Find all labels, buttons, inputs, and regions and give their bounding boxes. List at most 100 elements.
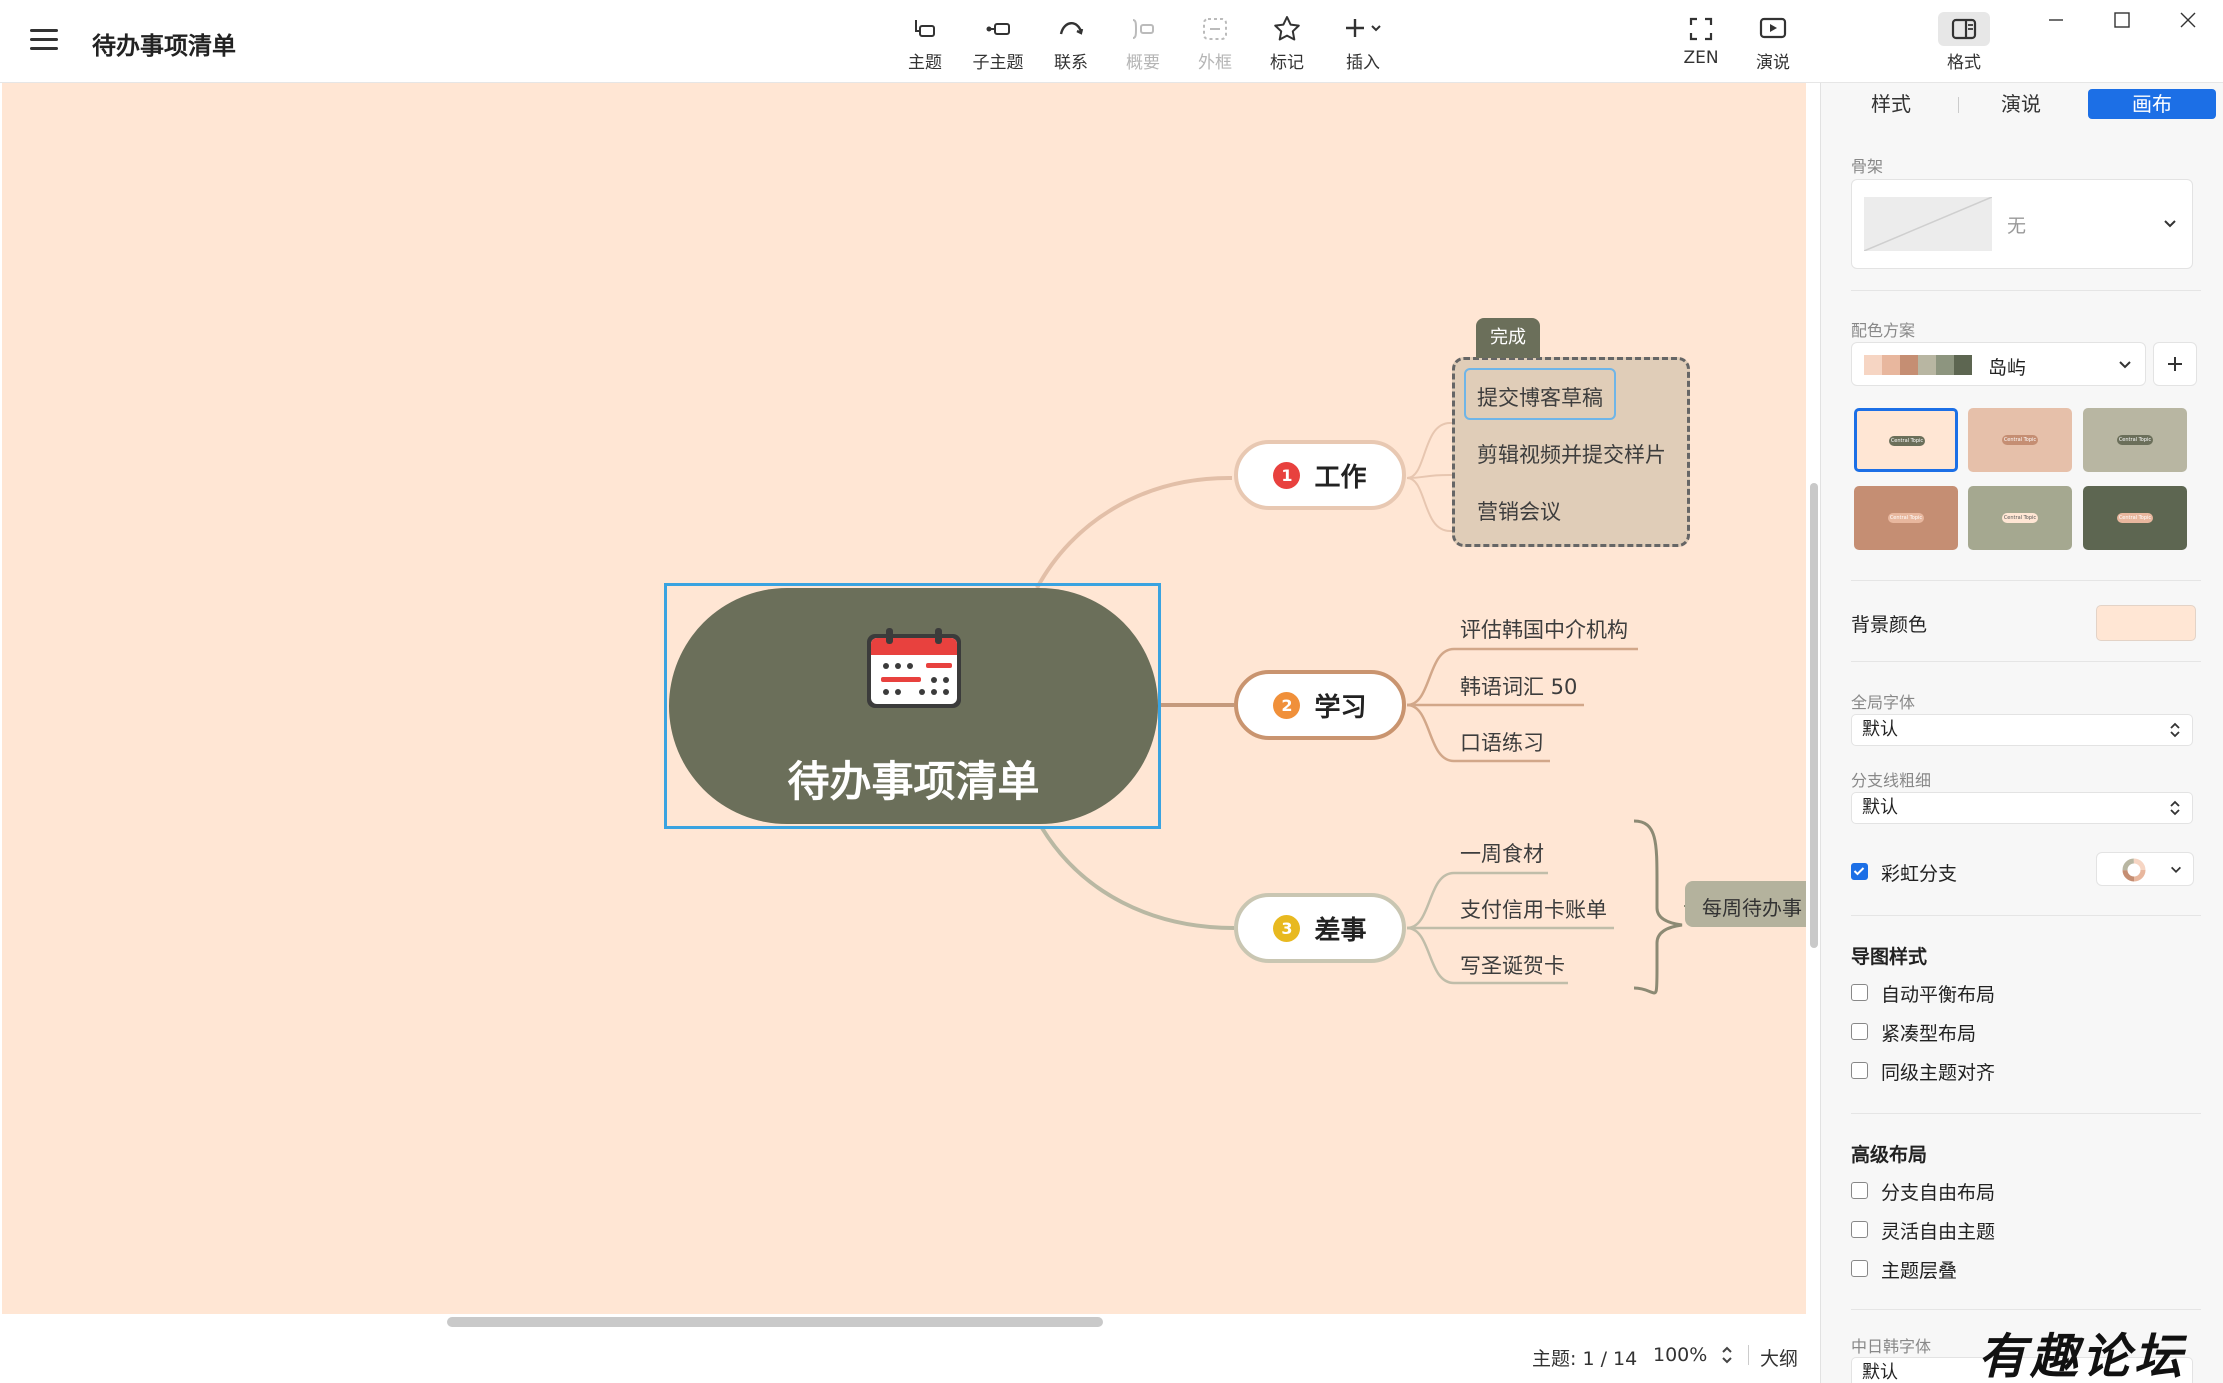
summary-topic[interactable]: 每周待办事 <box>1685 881 1808 927</box>
mindmap-canvas[interactable]: 完成 待办事项清单 1 工作 2 学习 3 差事 <box>2 83 1808 1328</box>
background-color-swatch[interactable] <box>2096 605 2196 641</box>
free-branch-checkbox[interactable] <box>1851 1182 1868 1199</box>
subtopic-item[interactable]: 支付信用卡账单 <box>1460 898 1607 922</box>
swatch <box>1918 355 1936 375</box>
thumb-central: Central Topic <box>2002 513 2038 523</box>
global-font-select[interactable]: 默认 <box>1851 714 2193 746</box>
boundary-frame[interactable] <box>1452 357 1690 547</box>
add-color-scheme-button[interactable] <box>2153 342 2197 386</box>
relation-label: 联系 <box>1054 53 1088 73</box>
tab-canvas[interactable]: 画布 <box>2088 89 2216 119</box>
divider <box>1851 290 2201 291</box>
theme-thumbnail[interactable]: Central Topic <box>1854 408 1958 472</box>
topic-count: 主题: 1 / 14 <box>1532 1348 1638 1370</box>
subtopic-item[interactable]: 评估韩国中介机构 <box>1460 618 1628 642</box>
branch-width-label: 分支线粗细 <box>1851 771 1932 790</box>
relation-button[interactable]: 联系 <box>1031 14 1111 73</box>
minimize-button[interactable] <box>2026 2 2086 36</box>
zen-button[interactable]: ZEN <box>1661 14 1741 72</box>
theme-thumbnail[interactable]: Central Topic <box>1968 486 2072 550</box>
swatch <box>1864 355 1882 375</box>
subtopic-item[interactable]: 写圣诞贺卡 <box>1460 954 1565 978</box>
subtopic-item[interactable]: 韩语词汇 50 <box>1460 675 1578 699</box>
plus-chevron-icon <box>1346 19 1381 37</box>
cjk-font-select[interactable]: 默认 <box>1851 1357 2193 1383</box>
theme-thumbnail[interactable]: Central Topic <box>1968 408 2072 472</box>
rainbow-branch-checkbox[interactable] <box>1851 863 1868 880</box>
flexible-topic-label: 灵活自由主题 <box>1881 1221 1996 1243</box>
color-scheme-select[interactable]: 岛屿 <box>1851 342 2146 386</box>
subtopic-icon <box>986 23 1010 35</box>
vertical-scrollbar[interactable] <box>1806 83 1820 1328</box>
branch-lines <box>1035 422 1692 995</box>
chevron-down-icon <box>2171 866 2181 873</box>
subtopic-item[interactable]: 剪辑视频并提交样片 <box>1477 443 1666 467</box>
present-label: 演说 <box>1756 53 1790 73</box>
boundary-button[interactable]: 外框 <box>1175 14 1255 73</box>
topic-overlap-checkbox[interactable] <box>1851 1260 1868 1277</box>
align-siblings-checkbox[interactable] <box>1851 1062 1868 1079</box>
topic-icon <box>915 20 935 37</box>
global-font-label: 全局字体 <box>1851 693 1916 712</box>
maximize-button[interactable] <box>2092 2 2152 36</box>
branch-topic-study[interactable]: 2 学习 <box>1234 670 1406 740</box>
tab-present[interactable]: 演说 <box>2001 92 2041 116</box>
marker-label: 标记 <box>1270 53 1304 73</box>
subtopic-button[interactable]: 子主题 <box>958 14 1038 73</box>
play-screen-icon <box>1759 17 1787 39</box>
rainbow-color-select[interactable] <box>2096 852 2194 886</box>
auto-balance-label: 自动平衡布局 <box>1881 984 1996 1006</box>
branch-topic-errands[interactable]: 3 差事 <box>1234 893 1406 963</box>
zoom-level[interactable]: 100% <box>1653 1344 1708 1366</box>
plus-icon <box>2168 357 2182 371</box>
topic-button[interactable]: 主题 <box>885 14 965 73</box>
auto-balance-checkbox[interactable] <box>1851 984 1868 1001</box>
thumb-central: Central Topic <box>1889 436 1925 446</box>
zoom-stepper-icon[interactable] <box>1720 1343 1734 1367</box>
marker-button[interactable]: 标记 <box>1247 14 1327 73</box>
subtopic-item[interactable]: 提交博客草稿 <box>1477 386 1603 410</box>
zen-label: ZEN <box>1683 48 1719 68</box>
hamburger-menu-icon[interactable] <box>30 29 58 51</box>
divider <box>1748 1345 1749 1365</box>
thumb-central: Central Topic <box>2002 435 2038 445</box>
swatch <box>1936 355 1954 375</box>
theme-thumbnail[interactable]: Central Topic <box>2083 486 2187 550</box>
horizontal-scrollbar[interactable] <box>2 1314 1808 1330</box>
divider <box>1851 915 2201 916</box>
theme-thumbnail[interactable]: Central Topic <box>2083 408 2187 472</box>
boundary-label[interactable]: 完成 <box>1476 318 1540 358</box>
format-label: 格式 <box>1947 53 1981 73</box>
subtopic-item[interactable]: 营销会议 <box>1477 500 1561 524</box>
divider <box>1851 1113 2201 1114</box>
color-scheme-label: 配色方案 <box>1851 321 1916 340</box>
theme-thumbnail[interactable]: Central Topic <box>1854 486 1958 550</box>
thumb-central: Central Topic <box>1888 513 1924 523</box>
skeleton-select[interactable]: 无 <box>1851 179 2193 269</box>
scroll-thumb[interactable] <box>1810 483 1818 948</box>
subtopic-item[interactable]: 口语练习 <box>1460 731 1544 755</box>
insert-button[interactable]: 插入 <box>1323 14 1403 73</box>
chevron-down-icon <box>2119 361 2131 369</box>
close-window-button[interactable] <box>2158 2 2218 36</box>
summary-label: 概要 <box>1126 53 1160 73</box>
skeleton-none-preview <box>1864 197 1992 251</box>
topic-label: 主题 <box>908 53 942 73</box>
cjk-font-value: 默认 <box>1862 1362 1898 1383</box>
map-style-title: 导图样式 <box>1851 946 1928 968</box>
flexible-topic-checkbox[interactable] <box>1851 1221 1868 1238</box>
branch-topic-work[interactable]: 1 工作 <box>1234 440 1406 510</box>
scroll-thumb[interactable] <box>447 1317 1103 1327</box>
outline-button[interactable]: 大纲 <box>1760 1348 1799 1370</box>
present-button[interactable]: 演说 <box>1733 14 1813 73</box>
topic-overlap-label: 主题层叠 <box>1881 1260 1958 1282</box>
subtopic-item[interactable]: 一周食材 <box>1460 842 1544 866</box>
tab-style[interactable]: 样式 <box>1871 92 1911 116</box>
branch-width-select[interactable]: 默认 <box>1851 792 2193 824</box>
summary-button[interactable]: 概要 <box>1103 14 1183 73</box>
document-title: 待办事项清单 <box>92 32 236 60</box>
format-button[interactable]: 格式 <box>1924 14 2004 73</box>
divider <box>1851 1309 2201 1310</box>
compact-layout-checkbox[interactable] <box>1851 1023 1868 1040</box>
